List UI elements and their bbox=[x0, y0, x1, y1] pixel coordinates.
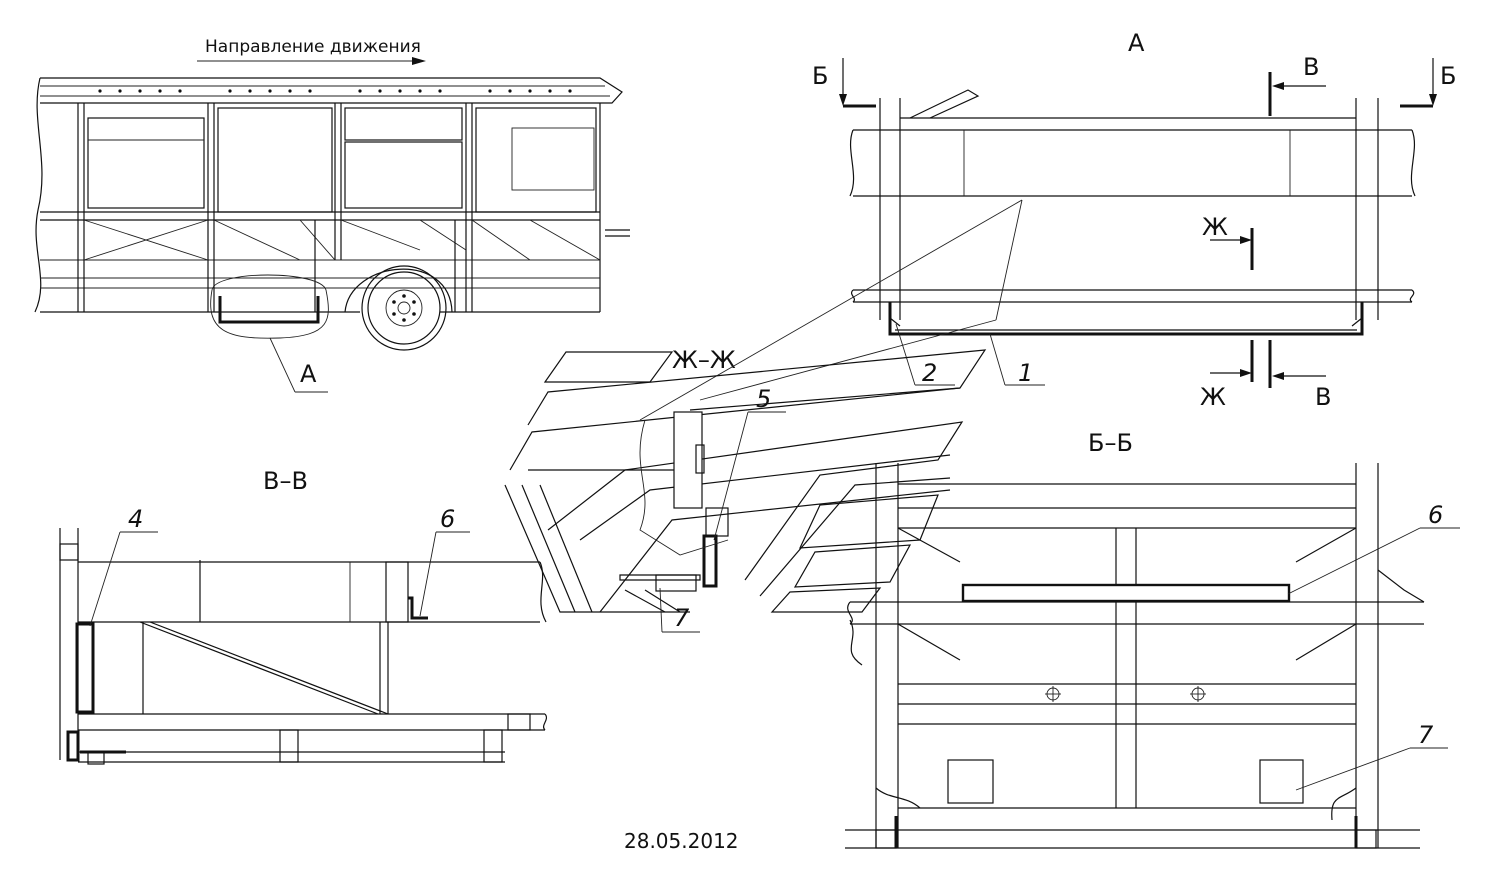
v-bottom-label: В bbox=[1315, 383, 1331, 411]
direction-arrowhead bbox=[412, 57, 426, 65]
callout-6-bb: 6 bbox=[1428, 501, 1443, 529]
section-v-title: В–В bbox=[263, 467, 308, 495]
section-v-v: В–В 4 6 bbox=[59, 467, 548, 765]
roof-rivets bbox=[98, 89, 572, 93]
bus-roof bbox=[40, 77, 623, 104]
bus-side-view: Направление движения bbox=[34, 37, 630, 393]
section-b-part-6 bbox=[961, 583, 1291, 603]
direction-label: Направление движения bbox=[205, 37, 421, 57]
a-callout-label: А bbox=[300, 360, 317, 388]
section-zh-title: Ж–Ж bbox=[672, 346, 736, 374]
drawing-date: 28.05.2012 bbox=[624, 829, 739, 853]
section-b-title: Б–Б bbox=[1088, 429, 1133, 457]
b-right-label: Б bbox=[1440, 62, 1456, 90]
b-left-label: Б bbox=[812, 62, 828, 90]
view-a: А Б Б В bbox=[812, 29, 1456, 411]
zh-bottom-label: Ж bbox=[1200, 383, 1226, 411]
callout-7-bb: 7 bbox=[1418, 721, 1434, 749]
callout-1: 1 bbox=[1018, 359, 1033, 387]
callout-4: 4 bbox=[128, 505, 143, 533]
section-v-part-6 bbox=[408, 596, 428, 620]
zh-top-label: Ж bbox=[1202, 213, 1228, 241]
section-v-part-4 bbox=[75, 622, 95, 714]
callout-7-zh: 7 bbox=[674, 604, 690, 632]
section-b-part-7-left bbox=[947, 759, 994, 804]
callout-5: 5 bbox=[756, 385, 771, 413]
wheel-arch bbox=[344, 268, 453, 313]
section-zh-zh: Ж–Ж 5 7 bbox=[504, 199, 1023, 633]
bolt-left bbox=[1045, 686, 1061, 702]
v-top-label: В bbox=[1303, 53, 1319, 81]
callout-2: 2 bbox=[922, 359, 937, 387]
wheel bbox=[361, 265, 447, 351]
bolt-right bbox=[1190, 686, 1206, 702]
view-a-title: А bbox=[1128, 29, 1145, 57]
callout-6-vv: 6 bbox=[440, 505, 455, 533]
section-b-b: Б–Б bbox=[845, 429, 1460, 849]
view-a-callout-bubble bbox=[210, 274, 329, 339]
bin-profile bbox=[218, 296, 320, 324]
section-zh-bin bbox=[702, 534, 718, 588]
break-line bbox=[34, 77, 43, 313]
section-b-part-7-right bbox=[1259, 759, 1304, 804]
section-zh-post bbox=[673, 411, 703, 509]
